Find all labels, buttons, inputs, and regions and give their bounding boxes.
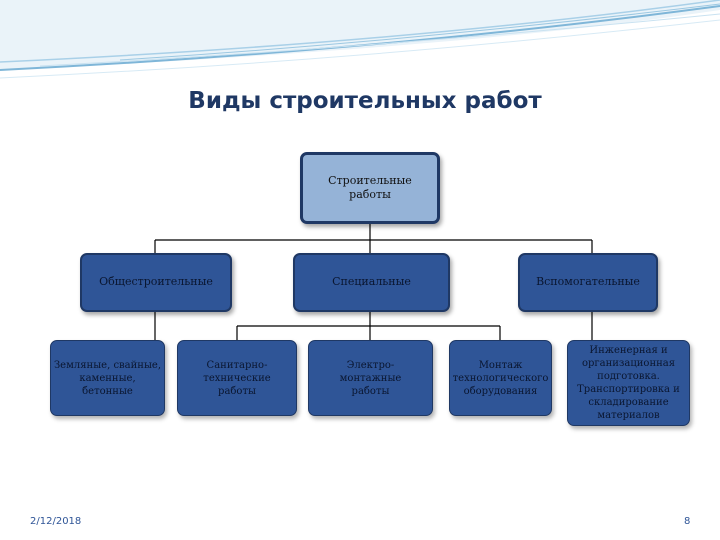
- node-earth-pile-masonry-concrete: Земляные, свайные, каменные, бетонные: [50, 340, 165, 416]
- node-sanitary-works: Санитарно-технические работы: [177, 340, 297, 416]
- node-construction-works: Строительные работы: [300, 152, 440, 224]
- node-general-construction: Общестроительные: [80, 253, 232, 312]
- slide-number: 8: [684, 516, 691, 527]
- node-electrical-works: Электро-монтажные работы: [308, 340, 433, 416]
- header-decoration: [0, 0, 720, 79]
- slide-title: Виды строительных работ: [188, 88, 542, 114]
- slide-date: 2/12/2018: [30, 516, 82, 527]
- node-auxiliary-works: Вспомогательные: [518, 253, 658, 312]
- node-equipment-installation: Монтаж технологического оборудования: [449, 340, 552, 416]
- node-special-works: Специальные: [293, 253, 450, 312]
- node-preparation-and-logistics: Инженерная и организационная подготовка.…: [567, 340, 690, 426]
